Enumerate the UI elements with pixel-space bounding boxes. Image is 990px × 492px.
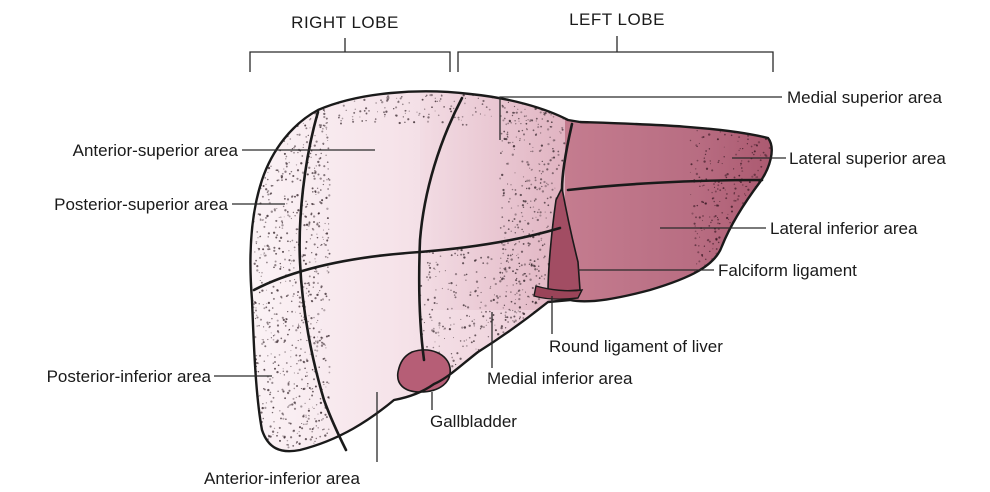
round-ligament-label: Round ligament of liver (549, 337, 723, 356)
medial-fill (420, 80, 570, 310)
medial-inferior-label: Medial inferior area (487, 369, 633, 388)
medial-superior-label: Medial superior area (787, 88, 943, 107)
lateral-superior-label: Lateral superior area (789, 149, 946, 168)
posterior-inferior-label: Posterior-inferior area (47, 367, 212, 386)
anterior-inferior-label: Anterior-inferior area (204, 469, 360, 488)
falciform-ligament-label: Falciform ligament (718, 261, 857, 280)
anterior-superior-label: Anterior-superior area (73, 141, 239, 160)
left-lobe-label: LEFT LOBE (569, 10, 665, 29)
left-lobe-fill (565, 110, 785, 310)
left-lobe-bracket (458, 36, 773, 72)
gallbladder-label: Gallbladder (430, 412, 517, 431)
posterior-superior-label: Posterior-superior area (54, 195, 228, 214)
lateral-inferior-label: Lateral inferior area (770, 219, 918, 238)
right-lobe-label: RIGHT LOBE (291, 13, 399, 32)
right-lobe-bracket (250, 38, 450, 72)
